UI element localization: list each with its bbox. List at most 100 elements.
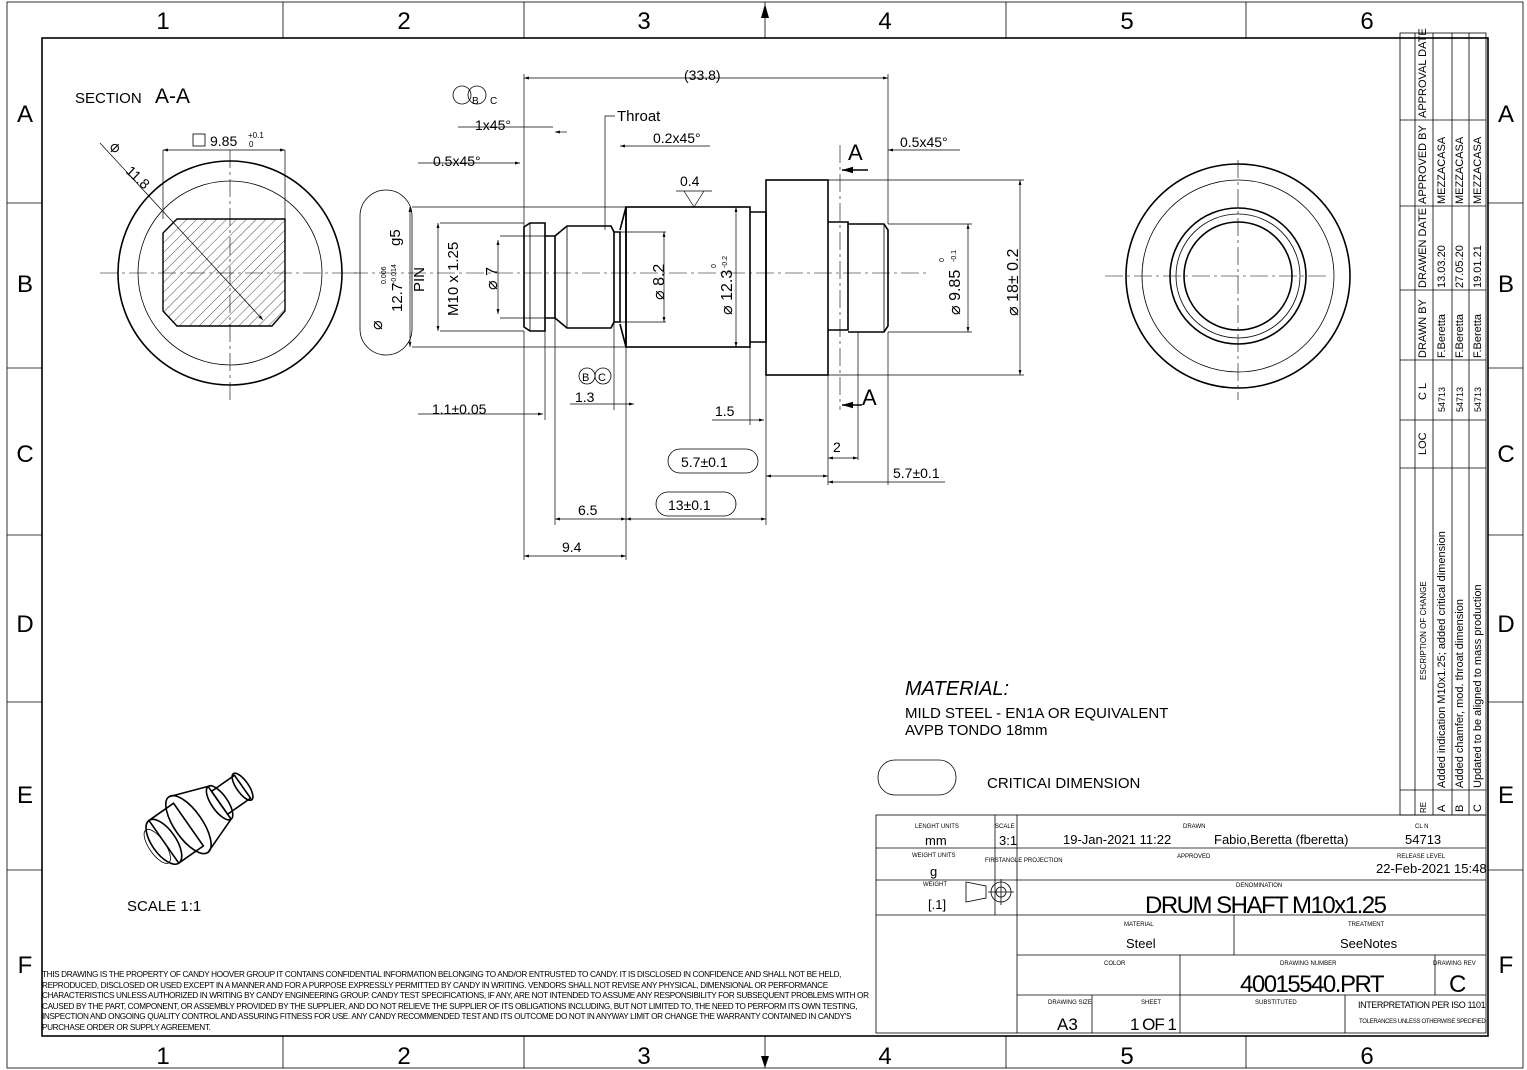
datum-mid-b: B — [582, 372, 589, 384]
thread-end — [523, 222, 546, 332]
rev-header-description: ESCRIPTION OF CHANGE — [1419, 581, 1428, 680]
row-label: D — [16, 611, 33, 638]
row-label: D — [1497, 611, 1514, 638]
tb-scale: 3:1 — [999, 833, 1017, 848]
col-label: 3 — [637, 8, 650, 35]
dia-8-2-value: 8.2 — [651, 264, 668, 286]
tb-release-date: 22-Feb-2021 15:48 — [1376, 861, 1487, 876]
row-label: C — [1497, 441, 1514, 468]
tb-sheet-label: SHEET — [1141, 1000, 1161, 1006]
tb-drawing-number: 40015540.PRT — [1240, 971, 1385, 998]
isometric-view: SCALE 1:1 — [127, 772, 254, 915]
section-view-a-a: SECTION A-A ⌀ 11.8 9.85 +0.1 0 — [75, 85, 360, 400]
row-label: E — [17, 782, 33, 809]
dim-1-3: 1.3 — [575, 389, 595, 405]
tb-cln-label: CL N — [1415, 824, 1428, 830]
row-label: F — [18, 952, 33, 979]
critical-legend-text: CRITICAI DIMENSION — [987, 775, 1140, 792]
tb-weight-units: g — [930, 864, 937, 879]
tb-drawn-date: 19-Jan-2021 11:22 — [1063, 832, 1171, 847]
rev-a-date: 13.03.20 — [1436, 245, 1448, 288]
dim-13: 13±0.1 — [668, 497, 711, 513]
pin-tol-lower: -0.014 — [391, 264, 398, 284]
col-label: 3 — [637, 1043, 650, 1070]
row-label: C — [16, 441, 33, 468]
dia-12-3-tol-lower: -0.2 — [722, 256, 729, 268]
tb-projection-label: FIRSTANGLE PROJECTION — [985, 858, 1063, 864]
rev-b-drawn: F.Beretta — [1454, 313, 1466, 358]
row-label: B — [1498, 271, 1514, 298]
row-label: A — [1498, 101, 1514, 128]
col-label: 2 — [397, 1043, 410, 1070]
thread-spec: M10 x 1.25 — [445, 242, 462, 316]
throat-label: Throat — [617, 108, 661, 125]
tb-material: Steel — [1126, 936, 1156, 951]
rev-c-description: Updated to be aligned to mass production — [1472, 584, 1484, 788]
tb-sheet: 1 OF 1 — [1130, 1015, 1177, 1034]
throat — [614, 231, 621, 323]
frame-row-labels: A B C D E F A B C D E F — [16, 101, 1514, 979]
drawing-frame: 1 2 3 4 5 6 1 2 3 4 5 6 A B C D E F A B … — [6, 1, 1524, 1070]
section-label: A-A — [155, 85, 190, 108]
dia-18-value: 18± 0.2 — [1005, 249, 1022, 302]
rev-header-rev: RE — [1419, 802, 1428, 813]
tb-drawing-number-label: DRAWING NUMBER — [1280, 961, 1337, 967]
rev-c-letter: C — [1472, 804, 1484, 812]
section-title: SECTION — [75, 90, 142, 107]
pin-diameter-symbol: ⌀ — [369, 320, 386, 330]
rev-a-cl: 54713 — [1437, 387, 1447, 412]
first-angle-projection-icon — [965, 879, 1014, 905]
tb-weight: [.1] — [928, 897, 946, 912]
datum-circle — [594, 367, 612, 385]
disclaimer-text: THIS DRAWING IS THE PROPERTY OF CANDY HO… — [42, 970, 869, 1032]
tb-size: A3 — [1057, 1015, 1078, 1034]
shaft-pin-end — [848, 223, 889, 333]
chamfer-3: 0.2x45° — [653, 130, 701, 146]
dia-9-85-tol-lower: -0.1 — [951, 250, 958, 262]
row-label: E — [1498, 782, 1514, 809]
material-line1: MILD STEEL - EN1A OR EQUIVALENT — [905, 705, 1168, 722]
revision-table: APPROVAL DATE APPROVED BY DRAWEN DATE DR… — [1399, 28, 1487, 816]
thread-body — [554, 225, 615, 329]
row-label: B — [17, 271, 33, 298]
datum-circle — [452, 85, 472, 105]
tb-length-units: mm — [925, 833, 947, 848]
dia-9-85-value: 9.85 — [947, 270, 964, 301]
iso-scale-label: SCALE 1:1 — [127, 898, 201, 915]
rev-c-date: 19.01.21 — [1472, 245, 1484, 288]
chamfer-2: 0.5x45° — [433, 153, 481, 169]
dia-12-3-tol-upper: 0 — [711, 264, 718, 268]
critical-dimension-capsule — [655, 491, 737, 517]
dia-9-85-tol-upper: 0 — [939, 258, 946, 262]
title-block: LENGHT UNITS mm SCALE 3:1 DRAWN 19-Jan-2… — [875, 814, 1487, 1034]
main-side-view: A A (33.8) B C 1x45° 0.5x45° Throat 0.2x… — [350, 67, 1024, 560]
col-label: 2 — [397, 8, 410, 35]
col-label: 5 — [1120, 8, 1133, 35]
tb-release-label: RELEASE LEVEL — [1397, 854, 1446, 860]
tb-drawn-by: Fabio,Beretta (fberetta) — [1214, 832, 1348, 847]
dim-6-5: 6.5 — [578, 502, 598, 518]
datum-b: B — [472, 96, 479, 107]
rev-header-drawn-by: DRAWN BY — [1417, 298, 1429, 358]
square-tol-lower: 0 — [249, 140, 254, 149]
tb-interpretation: INTERPRETATION PER ISO 1101 — [1358, 1000, 1486, 1010]
col-label: 1 — [156, 8, 169, 35]
overall-length: (33.8) — [684, 67, 721, 83]
frame-column-labels: 1 2 3 4 5 6 1 2 3 4 5 6 — [156, 8, 1373, 1070]
rev-b-approved: MEZZACASA — [1454, 136, 1466, 204]
dia-7: ⌀ 7 — [484, 267, 501, 290]
tb-drawn-label: DRAWN — [1183, 824, 1205, 830]
rev-header-approved-by: APPROVED BY — [1417, 124, 1429, 204]
col-label: 5 — [1120, 1043, 1133, 1070]
section-mark-bottom: A — [862, 385, 877, 410]
square-dim: 9.85 — [210, 133, 237, 149]
datum-c: C — [490, 96, 497, 107]
section-dia-dim: 11.8 — [123, 162, 153, 192]
tb-size-label: DRAWING SIZE — [1048, 1000, 1092, 1006]
tb-denomination-label: DENOMINATION — [1236, 883, 1282, 889]
tb-length-units-label: LENGHT UNITS — [915, 824, 959, 830]
tb-cln: 54713 — [1405, 832, 1441, 847]
dim-5-7-a: 5.7±0.1 — [681, 454, 728, 470]
row-label: F — [1499, 952, 1514, 979]
